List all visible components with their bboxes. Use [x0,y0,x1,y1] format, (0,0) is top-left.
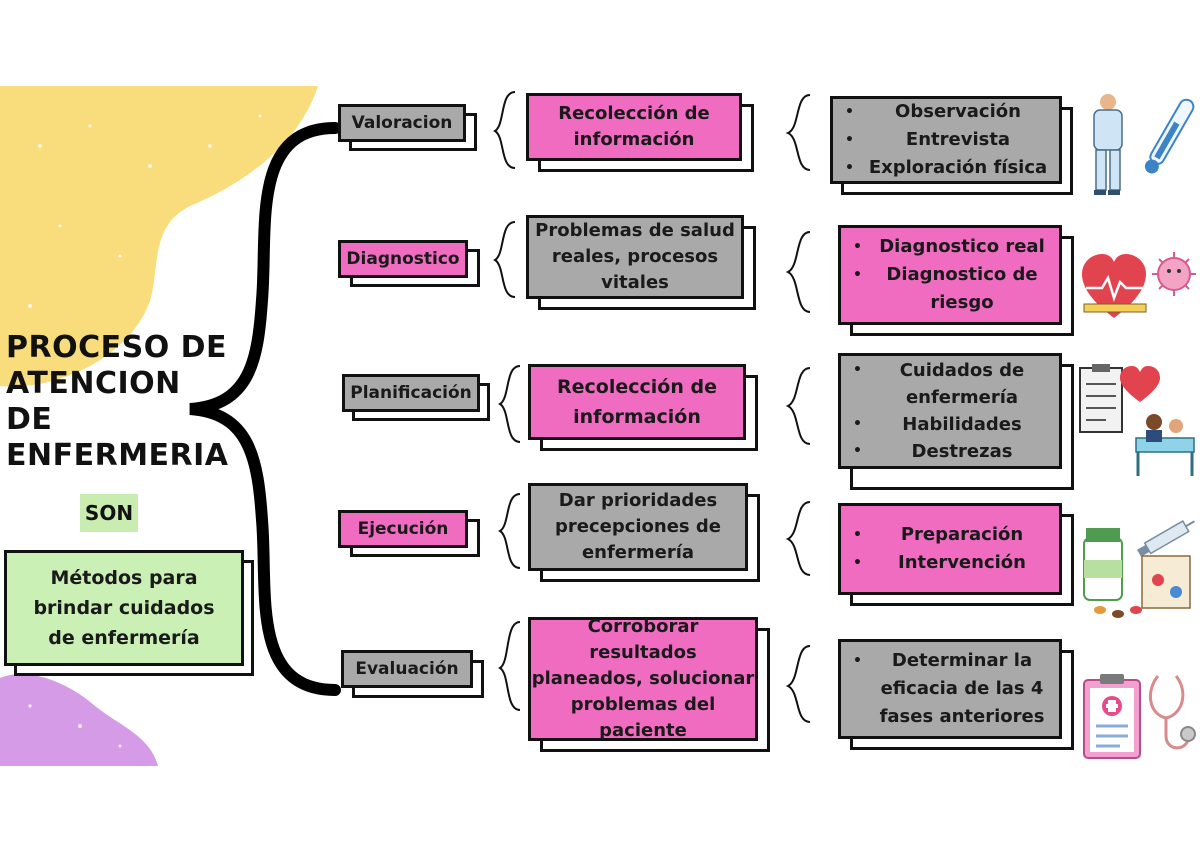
phase-planificacion: Planificación [342,374,480,412]
medicine-syringe-icon [1083,520,1195,618]
phase-description: Corroborar resultados planeados, solucio… [528,616,758,741]
nurse-thermometer-icon [1093,94,1195,195]
phase-name: Ejecución [357,519,449,539]
phase-diagnostico: Diagnostico [338,240,468,278]
list-item: •Destrezas [853,441,1013,462]
phase-description: Recolección de información [526,93,742,161]
phase-ejecucion: Ejecución [338,510,468,548]
phase-items: •Determinar la eficacia de las 4 fases a… [838,639,1062,739]
list-item: •Determinar la eficacia de las 4 fases a… [853,650,1045,727]
list-item: •Intervención [853,552,1026,573]
list-item: •Cuidados de enfermería [853,360,1025,408]
phase-name: Evaluación [355,659,459,679]
phase-description: Problemas de salud reales, procesos vita… [526,215,744,299]
son-label: SON [80,494,138,532]
list-item: •Diagnostico real [853,236,1045,257]
phase-name: Planificación [350,383,472,403]
main-title: PROCESO DE ATENCION DE ENFERMERIA [6,330,229,473]
clipboard-patient-icon [1079,364,1195,476]
list-item: •Entrevista [845,129,1011,150]
clipboard-stethoscope-icon [1083,674,1196,759]
phase-items: •Observación •Entrevista •Exploración fí… [830,96,1062,184]
list-item: •Exploración física [845,157,1048,178]
list-item: •Observación [845,101,1021,122]
heart-virus-icon [1082,252,1196,318]
phase-valoracion: Valoracion [338,104,466,142]
phase-description: Recolección de información [528,364,746,440]
phase-items: •Preparación •Intervención [838,503,1062,595]
phase-name: Diagnostico [346,249,460,269]
phase-description: Dar prioridades precepciones de enfermer… [528,483,748,571]
phase-name: Valoracion [351,113,453,133]
phase-items: •Diagnostico real •Diagnostico de riesgo [838,225,1062,325]
phase-items: •Cuidados de enfermería •Habilidades •De… [838,353,1062,469]
list-item: •Diagnostico de riesgo [853,264,1038,313]
definition-text: Métodos para brindar cuidados de enferme… [33,567,215,649]
lilac-blob [0,674,158,766]
list-item: •Habilidades [853,414,1022,435]
list-item: •Preparación [853,524,1024,545]
phase-evaluacion: Evaluación [341,650,473,688]
definition-box: Métodos para brindar cuidados de enferme… [4,550,244,666]
